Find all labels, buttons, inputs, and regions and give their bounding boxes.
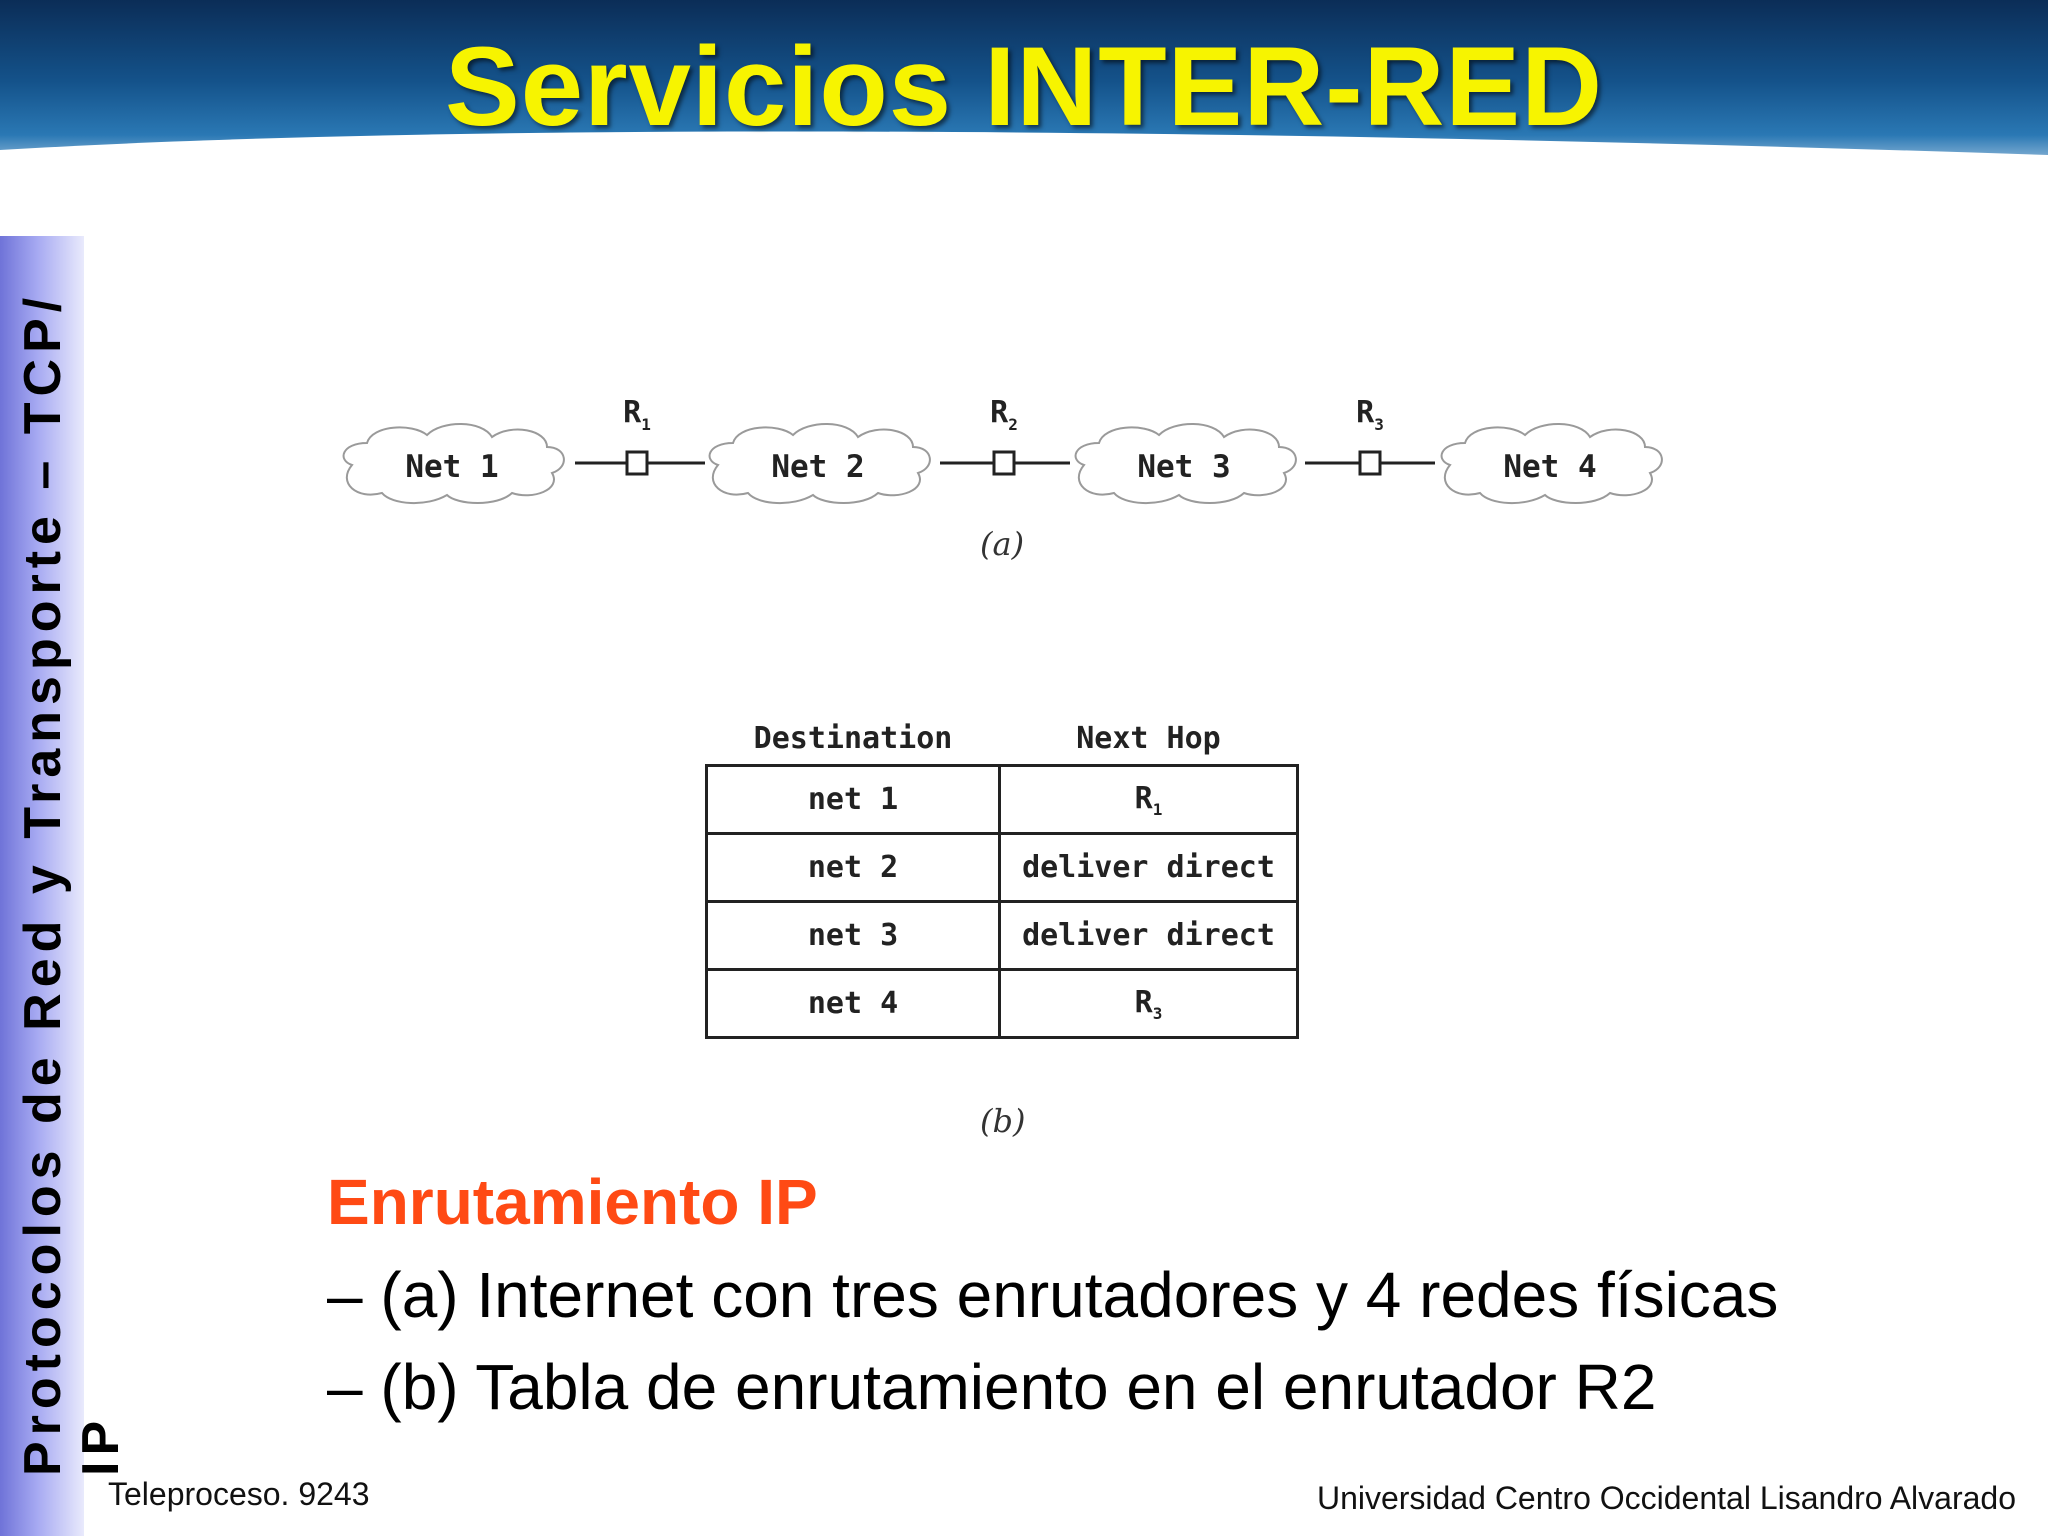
net-label-1: Net 1	[405, 449, 498, 485]
table-row: net 3 deliver direct	[705, 900, 1299, 971]
table-row: net 4 R3	[705, 968, 1299, 1039]
router-label-r3: R3	[1356, 395, 1384, 434]
table-row: net 2 deliver direct	[705, 832, 1299, 903]
header-wave-decoration	[0, 131, 2048, 180]
footer-course-code: Teleproceso. 9243	[108, 1476, 370, 1512]
routing-table: Destination Next Hop net 1 R1 net 2 deli…	[705, 712, 1299, 1039]
net-label-2: Net 2	[771, 449, 864, 485]
sidebar-band	[0, 236, 84, 1536]
bullet-item-b: – (b) Tabla de enrutamiento en el enruta…	[327, 1351, 1657, 1423]
next-hop-subscript: 1	[1152, 799, 1163, 819]
header-banner	[0, 0, 2048, 180]
next-hop-cell: deliver direct	[998, 832, 1299, 903]
column-header-next-hop: Next Hop	[1076, 720, 1221, 756]
next-hop-base: R	[1134, 984, 1153, 1020]
router-label-r2: R2	[990, 395, 1018, 434]
sidebar-vertical-title: Protocolos de Red y Transporte – TCP/ IP	[14, 292, 130, 1476]
next-hop-subscript: 3	[1152, 1003, 1163, 1023]
destination-cell: net 1	[705, 764, 1001, 835]
destination-cell: net 2	[705, 832, 1001, 903]
footer-university: Universidad Centro Occidental Lisandro A…	[1316, 1480, 2016, 1516]
bullet-item-a: – (a) Internet con tres enrutadores y 4 …	[327, 1259, 1779, 1331]
next-hop-cell: deliver direct	[998, 900, 1299, 971]
diagram-caption-a: (a)	[980, 525, 1025, 563]
destination-cell: net 3	[705, 900, 1001, 971]
net-label-3: Net 3	[1137, 449, 1230, 485]
column-header-destination: Destination	[753, 720, 953, 756]
table-row: net 1 R1	[705, 764, 1299, 835]
next-hop-cell: R3	[998, 968, 1299, 1039]
router-r3	[1358, 450, 1382, 476]
next-hop-cell: R1	[998, 764, 1299, 835]
router-label-r1: R1	[623, 395, 651, 434]
routing-table-container: Destination Next Hop net 1 R1 net 2 deli…	[705, 712, 1299, 1039]
router-r1	[625, 450, 649, 476]
section-heading: Enrutamiento IP	[327, 1166, 818, 1238]
sidebar-title-line1: Protocolos de Red y Transporte – TCP/	[14, 291, 72, 1476]
network-diagram: Net 1 Net 2 Net 3 Net 4 R1 R2 R3	[342, 395, 1663, 505]
destination-cell: net 4	[705, 968, 1001, 1039]
net-label-4: Net 4	[1503, 449, 1596, 485]
router-r2	[992, 450, 1016, 476]
sidebar-title-line2: IP	[72, 1414, 130, 1476]
next-hop-base: R	[1134, 780, 1153, 816]
slide-title: Servicios INTER-RED	[445, 24, 1603, 149]
table-caption-b: (b)	[980, 1102, 1026, 1140]
